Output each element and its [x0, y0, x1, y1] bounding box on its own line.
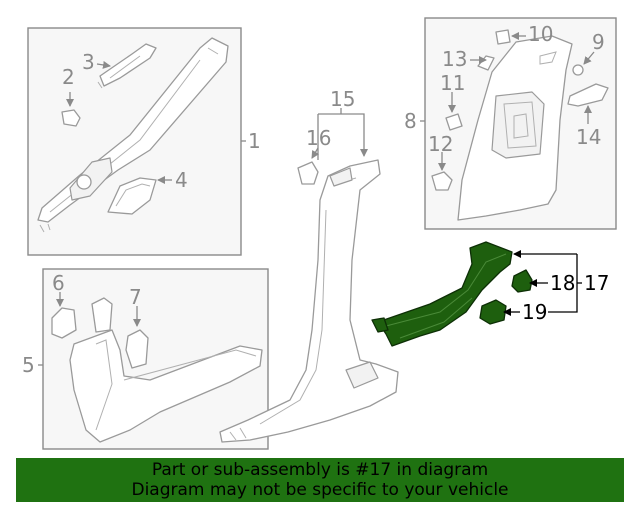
- callout-14: 14: [576, 125, 601, 149]
- callout-10: 10: [528, 22, 553, 46]
- callout-9: 9: [592, 30, 605, 54]
- cap-part-12: [431, 171, 453, 191]
- callout-11: 11: [440, 71, 465, 95]
- notice-line-1: Part or sub-assembly is #17 in diagram: [151, 460, 489, 480]
- callout-19: 19: [522, 300, 547, 324]
- b-pillar-lower-bracket: [345, 361, 379, 389]
- parts-diagram: 2 3 4 1 10 13 11 12 9 14 8: [22, 17, 617, 450]
- part-17-trim-panel: [377, 241, 513, 347]
- b-pillar-top-clip: [329, 167, 353, 187]
- b-pillar-group: 15 16: [219, 87, 399, 443]
- callout-18: 18: [550, 271, 575, 295]
- callout-17: 17: [584, 271, 609, 295]
- panel-sill-group: 6 7 5: [22, 268, 269, 450]
- light-part-14: [567, 83, 609, 107]
- highlighted-part-17-group: 18 17 19: [371, 241, 609, 347]
- callout-12: 12: [428, 132, 453, 156]
- clip-part-11: [445, 113, 463, 131]
- panel-c-pillar-group: 10 13 11 12 9 14 8: [404, 17, 617, 230]
- sill-tab: [91, 297, 113, 333]
- panel-a-pillar-group: 2 3 4 1: [27, 27, 261, 256]
- notice-banner: Part or sub-assembly is #17 in diagram D…: [16, 458, 624, 502]
- callout-4: 4: [175, 168, 188, 192]
- callout-1: 1: [248, 129, 261, 153]
- cover-part-4: [107, 177, 157, 215]
- c-pillar-vent: [491, 91, 545, 159]
- clip-part-6: [51, 307, 77, 339]
- clip-part-19: [479, 299, 507, 325]
- clip-part-16: [297, 161, 319, 185]
- callout-7: 7: [129, 285, 142, 309]
- speaker-grille: [76, 174, 92, 190]
- callout-15: 15: [330, 87, 355, 111]
- callout-3: 3: [82, 50, 95, 74]
- callout-8: 8: [404, 109, 417, 133]
- clip-part-10: [495, 29, 511, 45]
- clip-part-18: [511, 269, 533, 293]
- callout-16: 16: [306, 126, 331, 150]
- clip-part-2: [61, 109, 81, 127]
- clip-part-7: [125, 329, 149, 369]
- callout-13: 13: [442, 47, 467, 71]
- callout-5: 5: [22, 353, 35, 377]
- callout-6: 6: [52, 271, 65, 295]
- sill-plate-trim: [69, 329, 263, 443]
- screw-part-9: [572, 64, 584, 76]
- notice-line-2: Diagram may not be specific to your vehi…: [131, 480, 509, 500]
- callout-2: 2: [62, 65, 75, 89]
- part-17-end-tab: [371, 317, 389, 333]
